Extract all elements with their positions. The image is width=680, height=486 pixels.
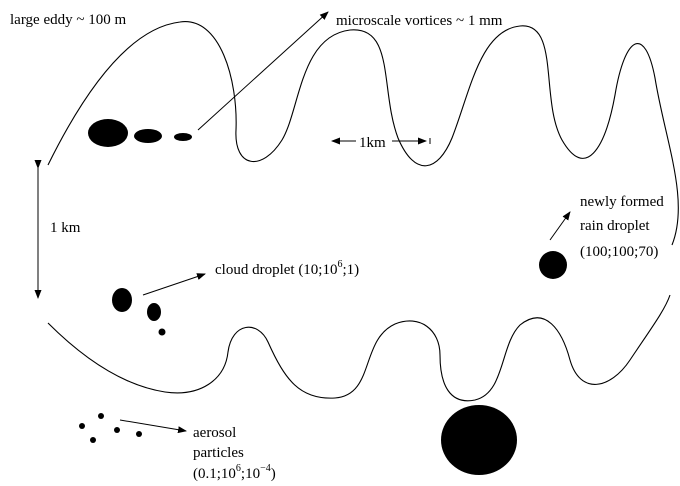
aerosol-label-line3-a: (0.1;10 — [193, 466, 236, 482]
aerosol-label-line1: aerosol — [193, 425, 236, 441]
cloud-droplet-medium — [147, 303, 161, 321]
aerosol-particle — [114, 427, 120, 433]
cloud-upper-boundary — [47, 21, 679, 246]
eddy-medium — [134, 129, 162, 143]
vertical-scale-label: 1 km — [50, 220, 81, 236]
cloud-droplet-large — [112, 288, 132, 312]
microscale-vortices-label: microscale vortices ~ 1 mm — [336, 13, 503, 29]
cloud-droplet-label-end: ;1) — [342, 262, 359, 278]
cloud-lower-boundary — [47, 294, 671, 402]
cloud-droplet-label: cloud droplet (10;106;1) — [215, 259, 359, 278]
aerosol-particle — [79, 423, 85, 429]
cloud-droplet-small — [158, 328, 166, 336]
aerosol-label-line3-sup1: 6 — [236, 463, 241, 474]
aerosol-particle — [98, 413, 104, 419]
cloud-droplet-label-sup: 6 — [337, 259, 342, 270]
horizontal-scale-label: 1km — [359, 135, 386, 151]
aerosol-label-line3-b: ;10 — [241, 466, 260, 482]
rain-droplet — [539, 251, 567, 279]
cloud-droplet-pointer-arrow — [142, 273, 206, 296]
aerosol-pointer-arrow — [119, 419, 187, 434]
aerosol-label-line3-sup2: −4 — [260, 463, 271, 474]
eddy-small — [174, 133, 192, 141]
rain-droplet-label-line2: rain droplet — [580, 218, 650, 234]
microscale-pointer-arrow — [197, 11, 329, 131]
cloud-droplet-label-main: cloud droplet (10;10 — [215, 262, 337, 278]
rain-droplet-label-line3: (100;100;70) — [580, 244, 658, 260]
aerosol-label-line3-c: ) — [271, 466, 276, 482]
rain-droplet-pointer-arrow — [549, 211, 571, 241]
aerosol-particle — [136, 431, 142, 437]
rain-droplet-label-line1: newly formed — [580, 194, 664, 210]
aerosol-particle — [90, 437, 96, 443]
aerosol-label-line3: (0.1;106;10−4) — [193, 463, 276, 482]
eddy-large — [88, 119, 128, 147]
large-eddy-label: large eddy ~ 100 m — [10, 12, 126, 28]
aerosol-label-line2: particles — [193, 445, 244, 461]
large-rain-drop — [441, 405, 517, 475]
